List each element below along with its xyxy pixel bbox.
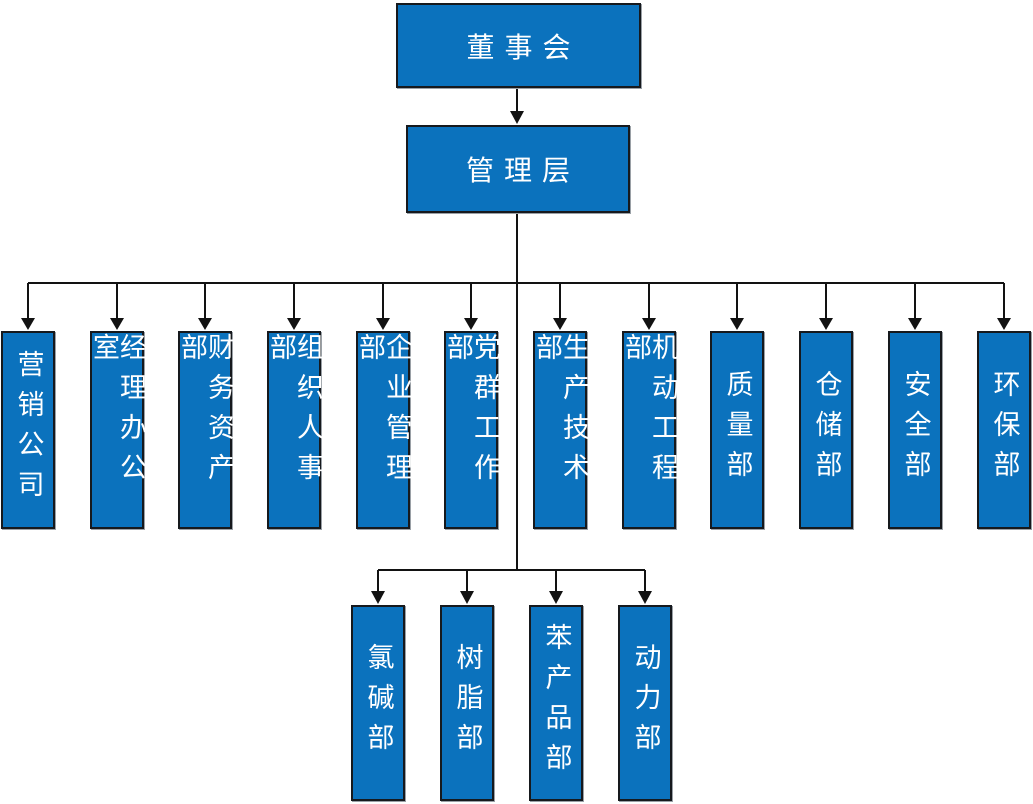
org-node-power-dept: 动力部 <box>618 605 672 801</box>
org-node-management-label: 管理层 <box>465 154 580 187</box>
org-node-marketing-company: 营销公司 <box>1 331 55 529</box>
org-node-board: 董事会 <box>396 3 641 88</box>
org-node-safety-dept: 安全部 <box>888 331 942 529</box>
org-node-manager-office: 经理办公室 <box>88 331 146 529</box>
org-node-board-label: 董事会 <box>466 30 581 64</box>
org-node-production-tech-dept: 生产技术部 <box>531 331 589 529</box>
org-node-resin-dept: 树脂部 <box>440 605 494 801</box>
org-node-label: 质量部 <box>721 370 753 490</box>
org-node-label: 机动工程部 <box>620 333 678 493</box>
org-node-management: 管理层 <box>406 125 630 213</box>
org-node-label: 经理办公室 <box>88 333 146 493</box>
org-node-quality-dept: 质量部 <box>710 331 764 529</box>
org-node-label: 企业管理部 <box>354 333 412 493</box>
org-node-chlor-alkali-dept: 氯碱部 <box>351 605 405 801</box>
org-node-warehouse-dept: 仓储部 <box>799 331 853 529</box>
org-node-label: 安全部 <box>899 370 931 490</box>
org-node-label: 苯产品部 <box>540 623 572 783</box>
org-node-mechanical-eng-dept: 机动工程部 <box>620 331 678 529</box>
org-node-label: 财务资产部 <box>176 333 234 493</box>
org-node-benzene-products-dept: 苯产品部 <box>529 605 583 801</box>
org-node-label: 环保部 <box>988 370 1020 490</box>
org-node-label: 营销公司 <box>12 350 44 510</box>
org-node-label: 树脂部 <box>451 643 483 763</box>
org-node-label: 组织人事部 <box>265 333 323 493</box>
org-node-party-mass-work-dept: 党群工作部 <box>442 331 500 529</box>
org-node-label: 动力部 <box>629 643 661 763</box>
org-node-enterprise-mgmt-dept: 企业管理部 <box>354 331 412 529</box>
org-node-label: 氯碱部 <box>362 643 394 763</box>
org-node-label: 党群工作部 <box>442 333 500 493</box>
org-node-label: 仓储部 <box>810 370 842 490</box>
org-node-organization-hr-dept: 组织人事部 <box>265 331 323 529</box>
org-node-label: 生产技术部 <box>531 333 589 493</box>
org-node-finance-assets-dept: 财务资产部 <box>176 331 234 529</box>
org-node-environment-dept: 环保部 <box>977 331 1031 529</box>
